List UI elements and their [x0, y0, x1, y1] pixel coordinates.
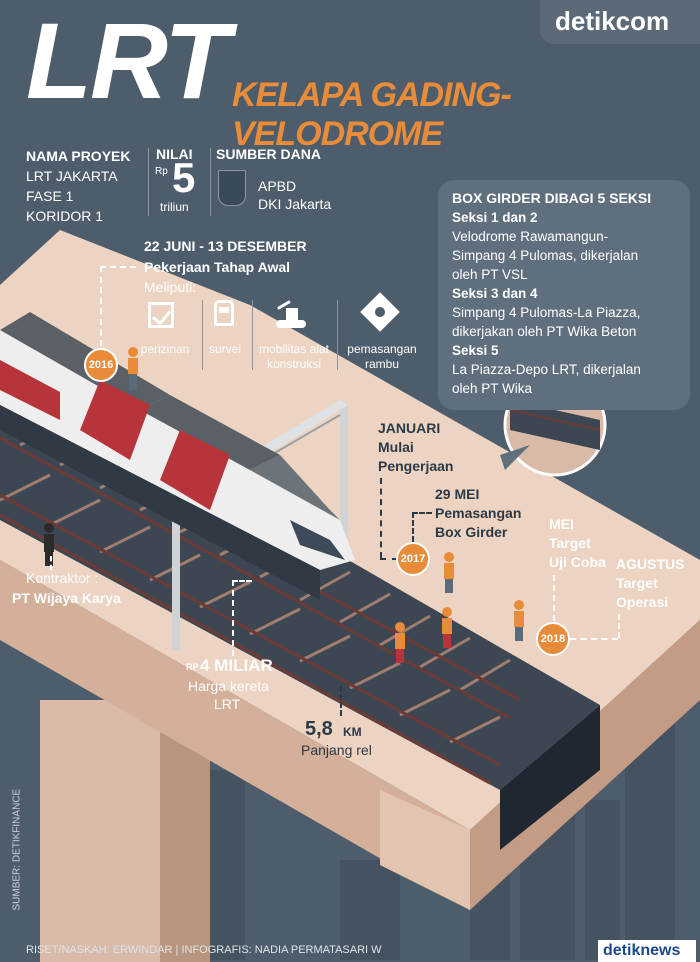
value-divider: [148, 148, 149, 216]
length-connector: [340, 686, 342, 716]
project-heading: NAMA PROYEK: [26, 148, 131, 164]
phase-item-label: perizinan: [140, 342, 190, 356]
page-subtitle: KELAPA GADING-VELODROME: [232, 76, 512, 153]
lrt-train: [0, 312, 355, 600]
timeline-aug-connector-v: [618, 614, 620, 638]
timeline-2018-may-text: Uji Coba: [549, 554, 606, 570]
price-connector-v: [232, 580, 234, 656]
icon-divider: [252, 300, 253, 370]
timeline-jan-text: Pengerjaan: [378, 458, 454, 474]
phase-2016-dates: 22 JUNI - 13 DESEMBER: [144, 238, 307, 254]
train-front-icon: [214, 300, 234, 326]
excavator-icon: [276, 300, 308, 330]
price-prefix: RP: [186, 662, 199, 672]
checkbox-icon: [148, 302, 174, 328]
section-text: Simpang 4 Pulomas, dikerjalan: [452, 248, 639, 263]
price-connector: [232, 580, 252, 582]
section-text: Simpang 4 Pulomas-La Piazza,: [452, 305, 641, 320]
phase-item-label: pemasangan rambu: [347, 342, 417, 371]
icon-divider: [337, 300, 338, 370]
timeline-jan-connector: [380, 478, 382, 558]
timeline-aug-text: Target: [616, 575, 658, 591]
credits: RISET/NASKAH: ERWINDAR | INFOGRAFIS: NAD…: [26, 944, 382, 956]
contractor-label: Kontraktor :: [26, 570, 99, 586]
timeline-may-month: 29 MEI: [435, 486, 480, 502]
detiknews-logo: detiknews: [603, 942, 681, 959]
timeline-jan-connector-h: [380, 558, 398, 560]
timeline-2018-may-text: Target: [549, 535, 591, 551]
timeline-2018-may-connector: [553, 575, 555, 621]
box-girder-panel: BOX GIRDER DIBAGI 5 SEKSI Seksi 1 dan 2 …: [438, 180, 690, 410]
funding-divider: [210, 148, 211, 216]
value-currency: Rp: [155, 166, 168, 177]
detikcom-logo: detikcom: [555, 6, 670, 36]
source-note: SUMBER: DETIKFINANCE: [11, 788, 23, 911]
price-caption: Harga kereta: [188, 678, 269, 694]
contractor-connector: [50, 556, 52, 570]
phase-2016-connector-v: [100, 266, 102, 346]
project-line: LRT JAKARTA: [26, 168, 118, 184]
contractor-name: PT Wijaya Karya: [12, 590, 121, 606]
phase-item-label: survei: [208, 342, 241, 356]
phase-item-label: mobilitas alat konstruksi: [258, 342, 330, 371]
timeline-jan-month: JANUARI: [378, 420, 441, 436]
icon-divider: [202, 300, 203, 370]
year-badge-2016: 2016: [84, 348, 118, 382]
phase-2016-subtitle: Meliputi:: [144, 279, 197, 295]
timeline-2018-may-month: MEI: [549, 516, 574, 532]
section-text: oleh PT Wika: [452, 381, 533, 396]
length-amount: 5,8: [305, 718, 333, 740]
section-title: Seksi 1 dan 2: [452, 210, 538, 225]
funding-heading: SUMBER DANA: [216, 146, 321, 162]
detiknews-logo-box: [598, 940, 696, 962]
section-text: oleh PT VSL: [452, 267, 528, 282]
phase-2016-title: Pekerjaan Tahap Awal: [144, 259, 291, 275]
timeline-may-text: Pemasangan: [435, 505, 522, 521]
timeline-aug-connector: [570, 638, 618, 640]
project-info: NAMA PROYEK LRT JAKARTA FASE 1 KORIDOR 1: [26, 146, 131, 226]
funding-line: DKI Jakarta: [258, 196, 332, 212]
length-unit: KM: [343, 725, 362, 739]
value-unit: triliun: [160, 200, 189, 214]
year-badge-2018: 2018: [536, 622, 570, 656]
section-title: Seksi 3 dan 4: [452, 286, 538, 301]
brand-tab: [540, 0, 700, 44]
timeline-jan-text: Mulai: [378, 439, 414, 455]
timeline-may-text: Box Girder: [435, 524, 508, 540]
section-text: Velodrome Rawamangun-: [452, 229, 609, 244]
funding-line: APBD: [258, 178, 297, 194]
timeline-aug-text: Operasi: [616, 594, 669, 610]
section-text: dikerjakan oleh PT Wika Beton: [452, 324, 637, 339]
page-title: LRT: [26, 0, 230, 121]
phase-2016-connector: [100, 266, 136, 268]
workers: [44, 347, 524, 663]
project-line: FASE 1: [26, 188, 74, 204]
value-amount: 5: [172, 154, 196, 201]
length-caption: Panjang rel: [301, 742, 372, 758]
timeline-may-connector-v: [412, 512, 414, 542]
price-caption: LRT: [214, 696, 241, 712]
section-title: Seksi 5: [452, 343, 499, 358]
price-amount: 4 MILIAR: [200, 656, 273, 675]
pillar: [40, 700, 160, 962]
timeline-may-connector: [412, 512, 432, 514]
timeline-aug-month: AGUSTUS: [616, 556, 685, 572]
dki-emblem-icon: [218, 170, 246, 206]
value-heading: NILAI: [156, 146, 193, 162]
box-girder-heading: BOX GIRDER DIBAGI 5 SEKSI: [452, 190, 652, 206]
project-line: KORIDOR 1: [26, 208, 104, 224]
year-badge-2017: 2017: [396, 542, 430, 576]
section-text: La Piazza-Depo LRT, dikerjalan: [452, 362, 641, 377]
